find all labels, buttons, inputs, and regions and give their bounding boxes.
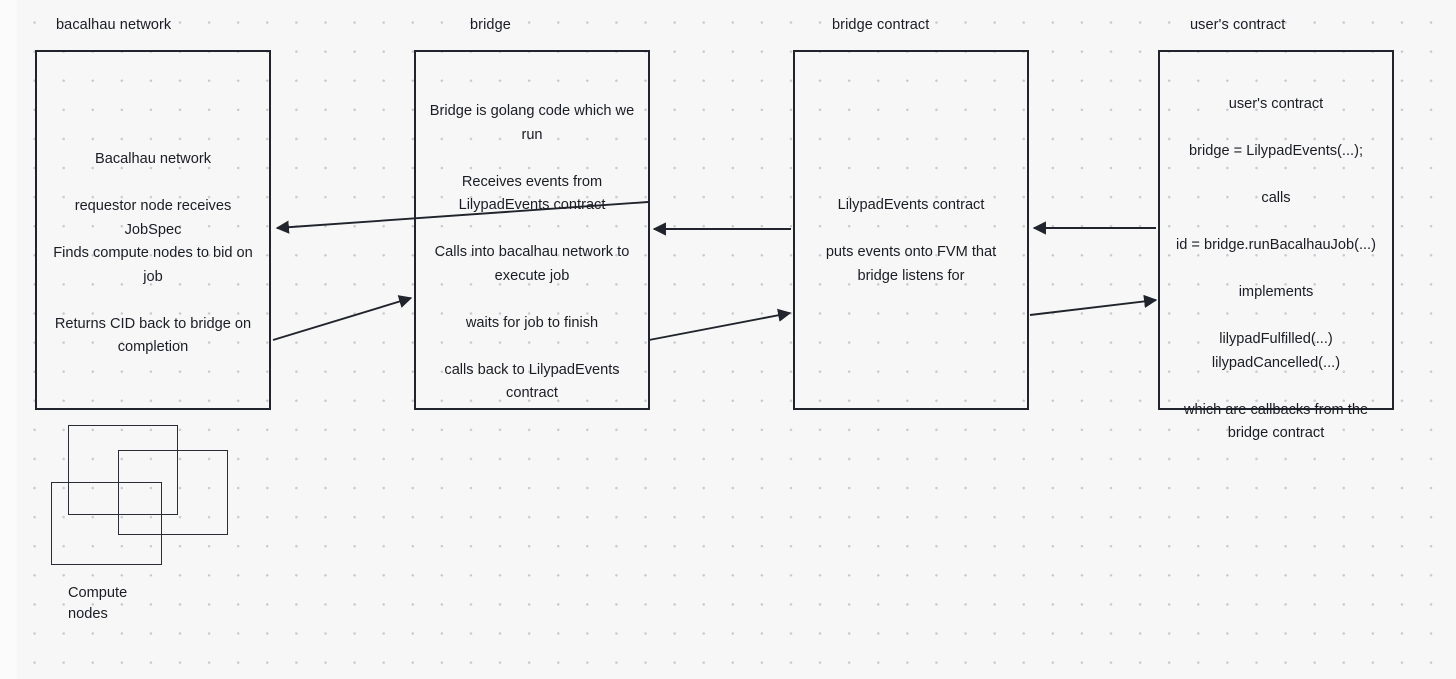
node-text-bridge: Bridge is golang code which we run Recei… bbox=[429, 103, 635, 401]
node-text-users-contract: user's contract bridge = LilypadEvents(.… bbox=[1176, 96, 1376, 441]
compute-node-rect-middle[interactable] bbox=[118, 450, 228, 535]
compute-node-rect-front[interactable] bbox=[51, 482, 162, 565]
node-box-bacalhau-network[interactable]: Bacalhau network requestor node receives… bbox=[35, 50, 271, 410]
swimlane-label-users-contract: user's contract bbox=[1190, 17, 1286, 33]
compute-node-rect-back[interactable] bbox=[68, 425, 178, 515]
swimlane-label-bridge: bridge bbox=[470, 17, 511, 33]
node-box-users-contract[interactable]: user's contract bridge = LilypadEvents(.… bbox=[1158, 50, 1394, 441]
arrow-bacalhau-to-bridge bbox=[272, 295, 413, 341]
node-text-bridge-contract: LilypadEvents contract puts events onto … bbox=[825, 197, 997, 284]
node-box-bridge[interactable]: Bridge is golang code which we run Recei… bbox=[414, 50, 650, 410]
compute-nodes-label: Compute nodes bbox=[68, 585, 128, 622]
node-text-bacalhau-network: Bacalhau network requestor node receives… bbox=[53, 151, 253, 355]
arrow-bridge-to-contract bbox=[648, 308, 792, 341]
swimlane-label-bacalhau-network: bacalhau network bbox=[56, 17, 172, 33]
node-box-bridge-contract[interactable]: LilypadEvents contract puts events onto … bbox=[793, 50, 1029, 410]
swimlane-label-bridge-contract: bridge contract bbox=[832, 17, 930, 33]
arrow-contract-to-users bbox=[1029, 294, 1158, 316]
